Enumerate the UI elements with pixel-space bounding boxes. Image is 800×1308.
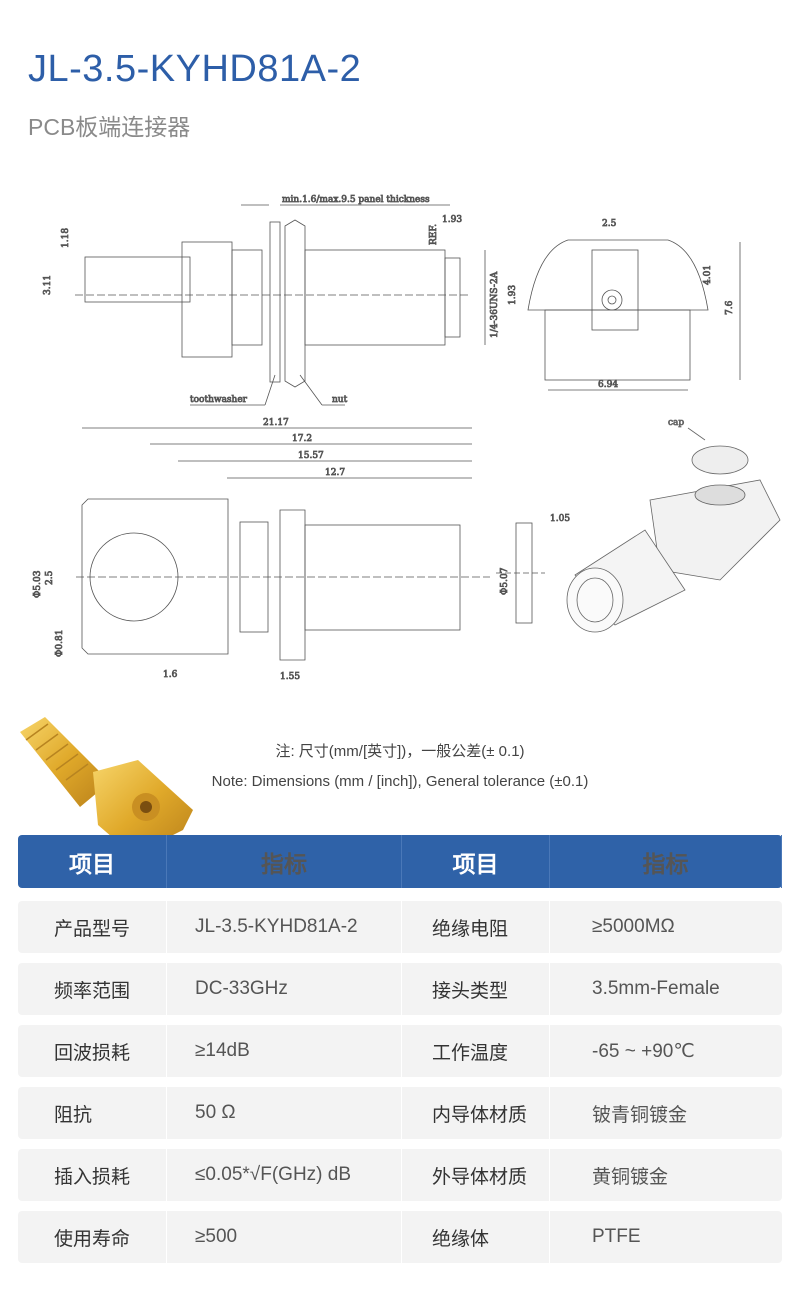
dim-7-6: 7.6 xyxy=(725,300,735,315)
spec-value: ≤0.05*√F(GHz) dB xyxy=(167,1149,402,1201)
header-item: 项目 xyxy=(18,835,167,888)
spec-value: ≥14dB xyxy=(167,1025,402,1077)
technical-drawing: min.1.6/max.9.5 panel thickness 1.18 3.1… xyxy=(33,195,781,682)
product-subtitle: PCB板端连接器 xyxy=(28,114,191,140)
dim-2-5-top: 2.5 xyxy=(45,570,55,585)
top-view: 21.17 17.2 15.57 12.7 Φ5.03 2.5 Φ0.81 1.… xyxy=(33,418,490,682)
label-cap: cap xyxy=(668,418,684,428)
spec-label: 绝缘体 xyxy=(402,1211,550,1263)
connector-3d-render: cap xyxy=(566,418,781,633)
spec-label: 插入损耗 xyxy=(18,1149,167,1201)
spec-value: 50 Ω xyxy=(167,1087,402,1139)
spec-label: 产品型号 xyxy=(18,901,167,953)
dim-1-05: 1.05 xyxy=(550,514,570,524)
product-photo xyxy=(20,717,193,855)
dim-4-01: 4.01 xyxy=(703,265,713,285)
spec-value: ≥5000MΩ xyxy=(592,916,675,937)
dim-6-94: 6.94 xyxy=(598,380,618,390)
dim-12-7: 12.7 xyxy=(325,468,345,478)
spec-value: 铍青铜镀金 xyxy=(592,1104,688,1126)
spec-value: ≥500 xyxy=(167,1211,402,1263)
dim-3-11: 3.11 xyxy=(43,275,53,295)
spec-label: 绝缘电阻 xyxy=(402,901,550,953)
note-cn: 注: 尺寸(mm/[英寸])，一般公差(± 0.1) xyxy=(275,743,525,760)
dim-ref: REF. xyxy=(429,224,439,245)
dim-thread: 1/4-36UNS-2A xyxy=(490,271,500,338)
dim-1-93: 1.93 xyxy=(442,215,462,225)
spec-label: 阻抗 xyxy=(18,1087,167,1139)
dim-21-17: 21.17 xyxy=(263,418,289,428)
dim-1-6: 1.6 xyxy=(163,670,178,680)
dim-panel-thickness: min.1.6/max.9.5 panel thickness xyxy=(282,195,430,205)
spec-value: JL-3.5-KYHD81A-2 xyxy=(167,901,402,953)
dim-15-57: 15.57 xyxy=(298,451,324,461)
spec-label: 外导体材质 xyxy=(402,1149,550,1201)
dim-1-93-front: 1.93 xyxy=(508,285,518,305)
spec-label: 工作温度 xyxy=(402,1025,550,1077)
spec-label: 接头类型 xyxy=(402,963,550,1015)
dim-1-55: 1.55 xyxy=(280,672,300,682)
table-header: 项目 指标 项目 指标 xyxy=(18,835,782,888)
dim-1-18: 1.18 xyxy=(61,228,71,248)
cap-view: 1.05 Φ5.07 xyxy=(496,514,571,624)
spec-value: DC-33GHz xyxy=(167,963,402,1015)
spec-value: -65 ~ +90℃ xyxy=(592,1040,695,1062)
side-view: min.1.6/max.9.5 panel thickness 1.18 3.1… xyxy=(43,195,500,406)
spec-label: 回波损耗 xyxy=(18,1025,167,1077)
front-view: 6.94 2.5 1.93 4.01 7.6 xyxy=(508,219,741,391)
product-title: JL-3.5-KYHD81A-2 xyxy=(28,48,362,90)
dim-phi-5-07: Φ5.07 xyxy=(500,567,510,595)
header-value: 指标 xyxy=(167,835,402,888)
spec-label: 内导体材质 xyxy=(402,1087,550,1139)
spec-label: 频率范围 xyxy=(18,963,167,1015)
note-en: Note: Dimensions (mm / [inch]), General … xyxy=(211,773,589,790)
dim-phi-5-03: Φ5.03 xyxy=(33,570,43,598)
spec-value: 3.5mm-Female xyxy=(592,978,720,999)
spec-value: PTFE xyxy=(592,1226,641,1247)
dim-17-2: 17.2 xyxy=(292,434,312,444)
spec-label: 使用寿命 xyxy=(18,1211,167,1263)
label-nut: nut xyxy=(332,395,348,405)
dim-2-5: 2.5 xyxy=(602,219,617,229)
label-toothwasher: toothwasher xyxy=(190,395,248,405)
header-value: 指标 xyxy=(550,835,782,888)
dim-phi-0-81: Φ0.81 xyxy=(55,630,65,657)
header-item: 项目 xyxy=(402,835,550,888)
spec-value: 黄铜镀金 xyxy=(592,1166,669,1188)
